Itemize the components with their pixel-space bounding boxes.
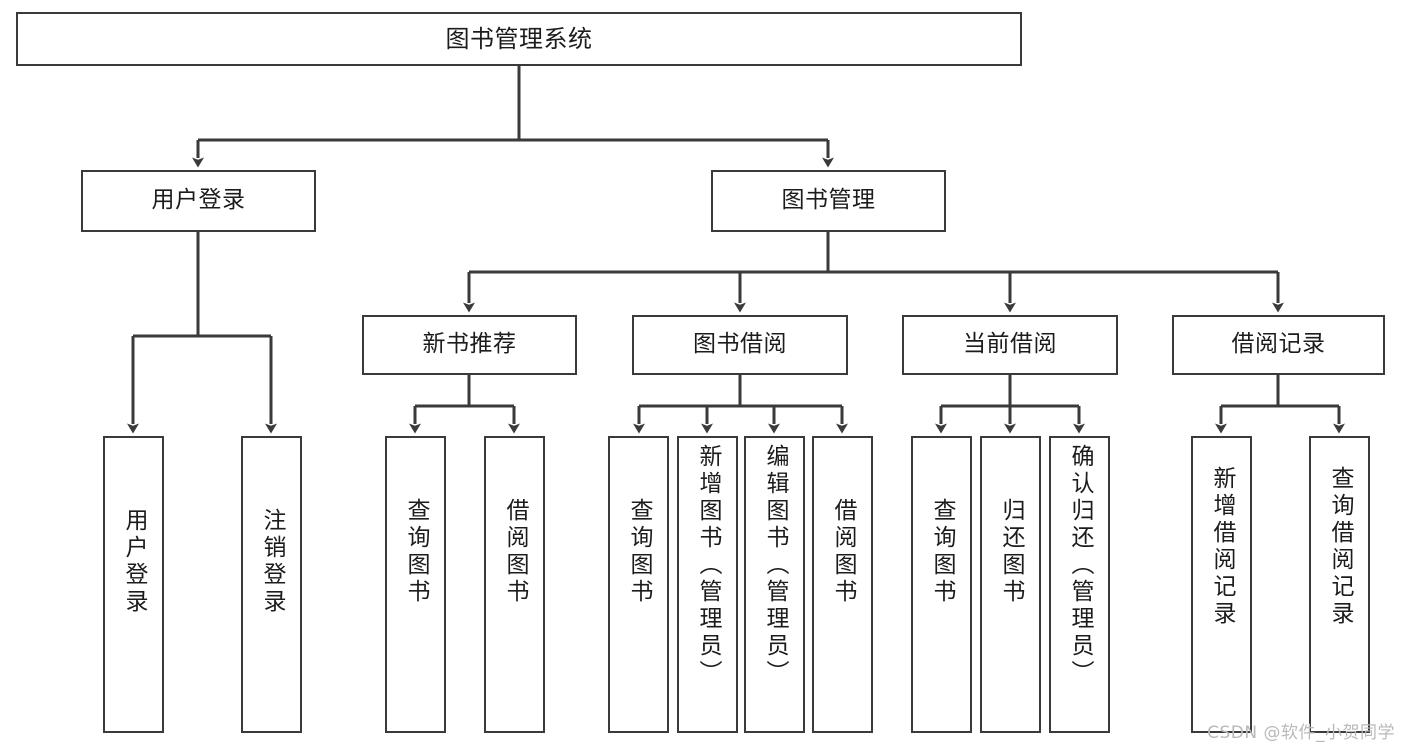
node-label: 注销登录 (259, 508, 285, 616)
leaf-query-borrow-record[interactable]: 查询借阅记录 (1309, 436, 1370, 733)
node-user-login[interactable]: 用户登录 (81, 170, 316, 232)
leaf-query-book-recommend[interactable]: 查询图书 (385, 436, 446, 733)
leaf-borrow-book-recommend[interactable]: 借阅图书 (484, 436, 545, 733)
leaf-borrow-book-borrow[interactable]: 借阅图书 (812, 436, 873, 733)
leaf-query-book-current[interactable]: 查询图书 (911, 436, 972, 733)
node-label: 确认归还（管理员） (1067, 444, 1093, 687)
leaf-add-book-admin[interactable]: 新增图书（管理员） (677, 436, 738, 733)
leaf-query-book-borrow[interactable]: 查询图书 (608, 436, 669, 733)
node-label: 借阅图书 (830, 498, 856, 606)
node-label: 查询图书 (626, 498, 652, 606)
node-label: 查询借阅记录 (1327, 466, 1353, 628)
node-label: 用户登录 (121, 508, 147, 616)
node-borrow-record[interactable]: 借阅记录 (1172, 315, 1385, 375)
node-label: 借阅记录 (1231, 331, 1326, 358)
node-label: 新增图书（管理员） (695, 444, 721, 687)
node-label: 图书管理系统 (445, 24, 593, 53)
leaf-edit-book-admin[interactable]: 编辑图书（管理员） (744, 436, 805, 733)
leaf-logout-login[interactable]: 注销登录 (241, 436, 302, 733)
node-new-book-recommend[interactable]: 新书推荐 (362, 315, 577, 375)
watermark: CSDN @软件_小贺同学 (1207, 723, 1395, 743)
node-label: 查询图书 (929, 498, 955, 606)
node-label: 图书管理 (781, 187, 876, 214)
node-book-management[interactable]: 图书管理 (711, 170, 946, 232)
node-label: 新书推荐 (422, 331, 517, 358)
leaf-add-borrow-record[interactable]: 新增借阅记录 (1191, 436, 1252, 733)
node-label: 用户登录 (151, 187, 246, 214)
node-label: 编辑图书（管理员） (762, 444, 788, 687)
node-root-book-management-system[interactable]: 图书管理系统 (16, 12, 1022, 66)
node-label: 查询图书 (403, 498, 429, 606)
node-label: 图书借阅 (693, 331, 787, 358)
node-label: 归还图书 (998, 498, 1024, 606)
node-label: 借阅图书 (502, 498, 528, 606)
node-label: 新增借阅记录 (1209, 466, 1235, 628)
node-current-borrow[interactable]: 当前借阅 (902, 315, 1118, 375)
leaf-return-book[interactable]: 归还图书 (980, 436, 1041, 733)
leaf-user-login[interactable]: 用户登录 (103, 436, 164, 733)
leaf-confirm-return-admin[interactable]: 确认归还（管理员） (1049, 436, 1110, 733)
node-book-borrow[interactable]: 图书借阅 (632, 315, 848, 375)
node-label: 当前借阅 (963, 331, 1057, 358)
